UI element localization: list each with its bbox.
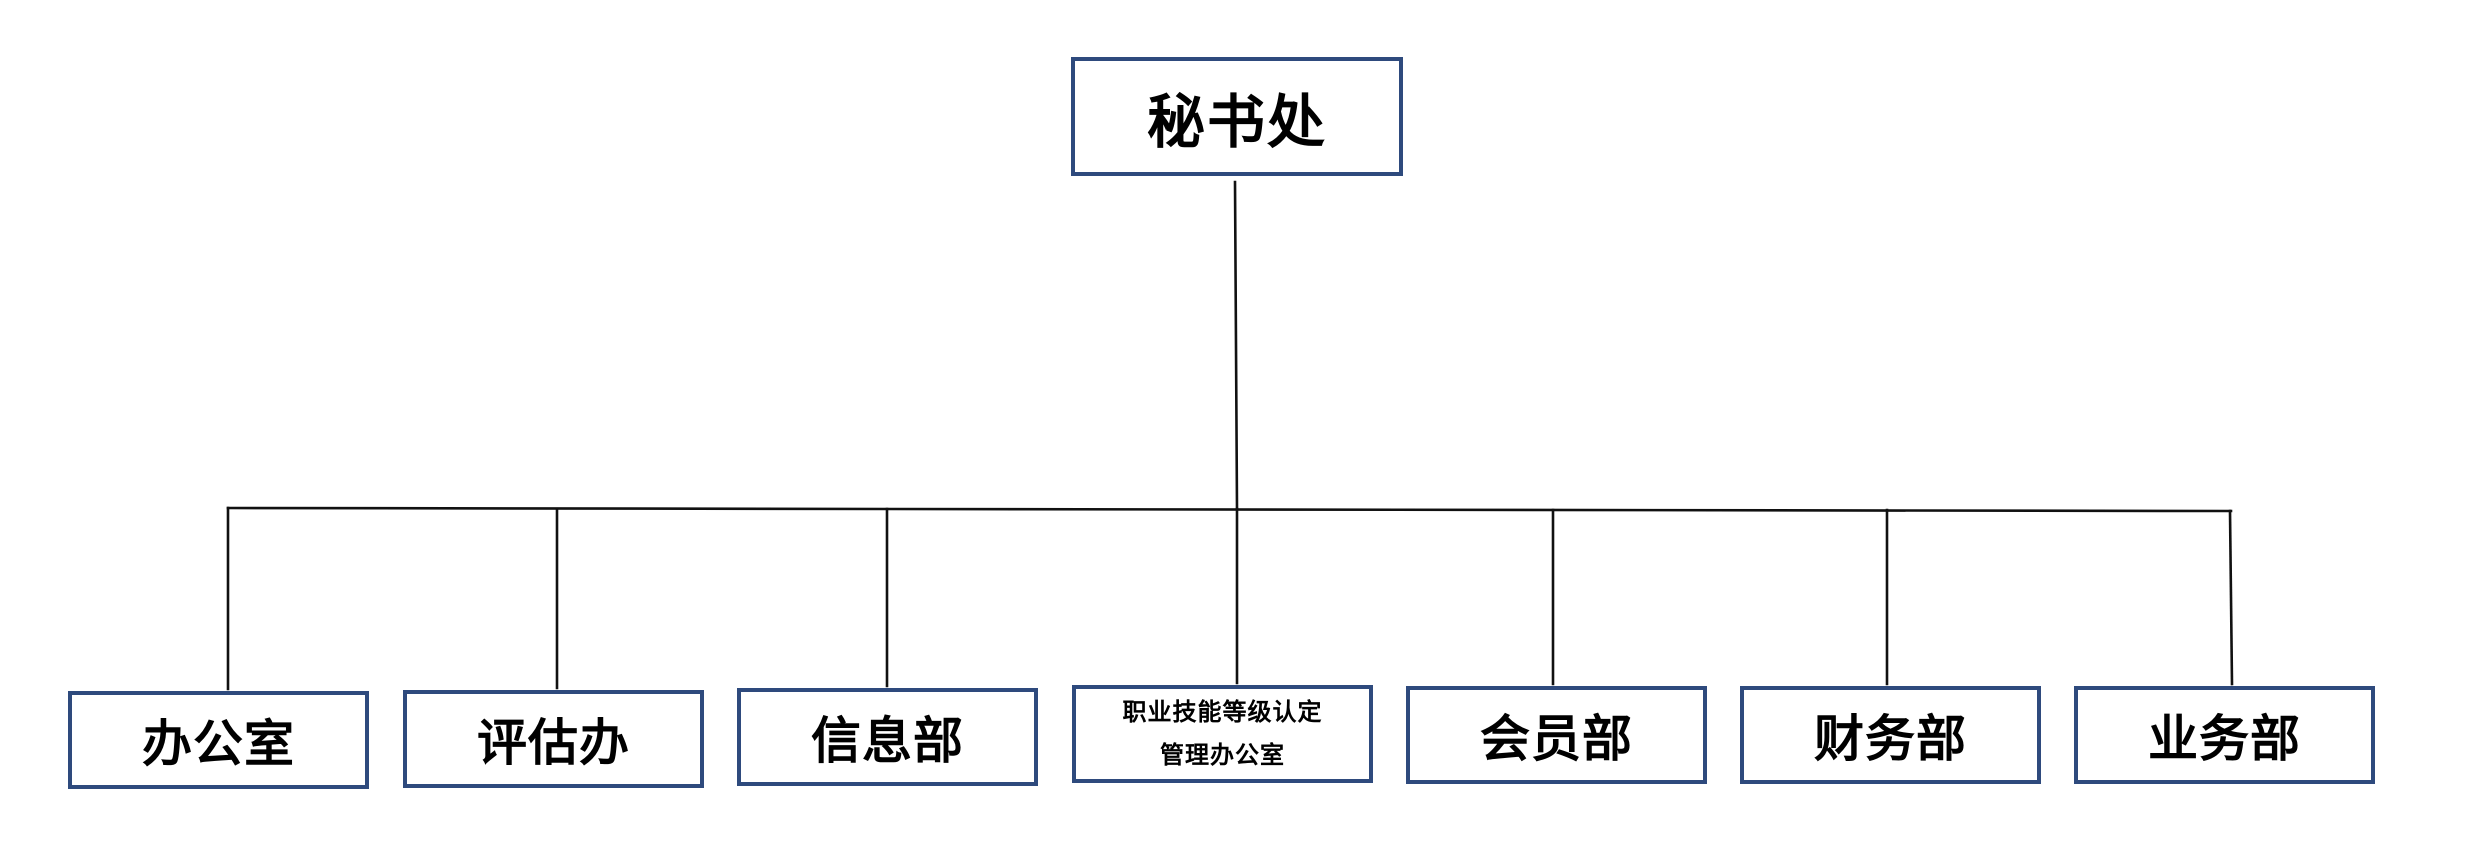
unit-label: 会员部	[1480, 710, 1633, 768]
unit-box-membership-dept: 会员部	[1406, 686, 1707, 784]
unit-label: 信息部	[811, 712, 964, 770]
root-box-secretariat: 秘书处	[1071, 57, 1403, 176]
trunk-line	[1233, 180, 1239, 511]
unit-label: 办公室	[142, 715, 295, 773]
unit-box-business-dept: 业务部	[2074, 686, 2375, 784]
unit-box-evaluation-office: 评估办	[403, 690, 704, 788]
unit-box-office: 办公室	[68, 691, 369, 789]
unit-label: 财务部	[1814, 710, 1967, 768]
unit-label: 业务部	[2148, 710, 2301, 768]
unit-box-finance-dept: 财务部	[1740, 686, 2041, 784]
unit-box-information-dept: 信息部	[737, 688, 1038, 786]
unit-label-line-2: 管理办公室	[1160, 741, 1285, 769]
branch-bar-line	[226, 506, 2233, 513]
unit-label-line-1: 职业技能等级认定	[1122, 698, 1323, 726]
root-label: 秘书处	[1146, 87, 1327, 156]
unit-box-vocational-skill-certification: 职业技能等级认定 管理办公室	[1072, 685, 1373, 783]
unit-label: 评估办	[477, 714, 630, 772]
drop-line-6	[2228, 509, 2234, 686]
